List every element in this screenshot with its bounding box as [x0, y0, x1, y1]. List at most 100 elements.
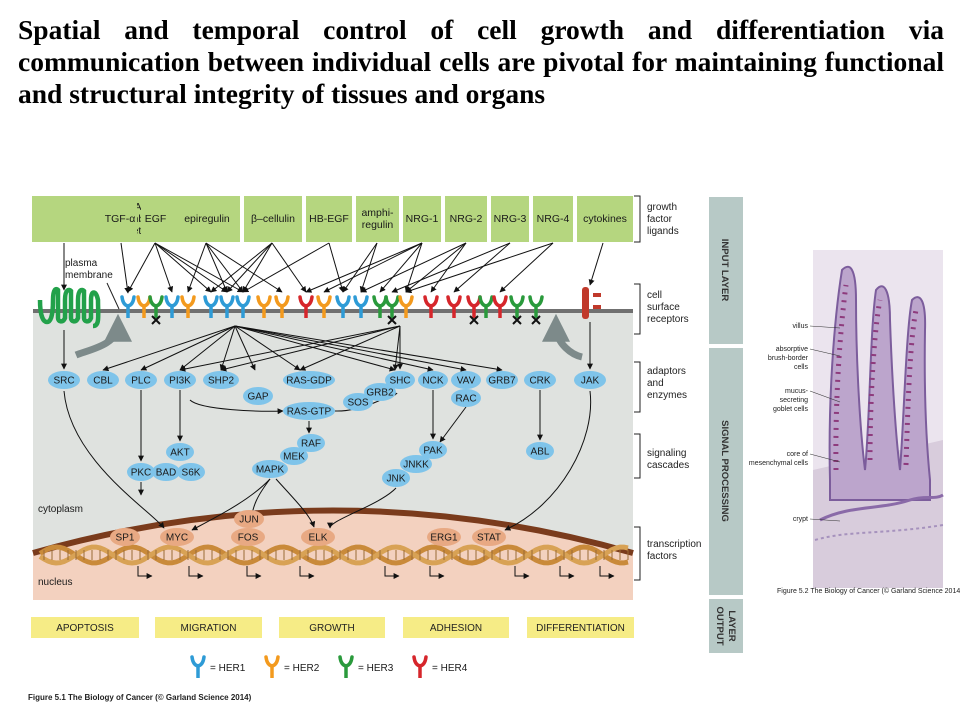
ligand-label: NRG-4 [537, 213, 570, 225]
receptor-her2 [136, 295, 152, 318]
legend-label: = HER2 [284, 663, 320, 674]
tf-sp1-label: SP1 [116, 533, 135, 544]
ligand-arrow [342, 242, 378, 293]
receptor-her1 [235, 295, 251, 318]
ligand-arrow [242, 242, 273, 293]
ligand-label: NRG-2 [450, 213, 483, 225]
receptor-her3 [509, 295, 525, 325]
node-shp2: SHP2 [203, 371, 239, 389]
ligand-arrow [328, 242, 345, 293]
ligand-arrow [405, 242, 467, 293]
node-nck: NCK [418, 371, 448, 389]
receptor-internalization-arrow-right [542, 313, 583, 361]
ligand-arrow [242, 242, 330, 293]
node-src: SRC [48, 371, 80, 389]
node-s6k: S6K [177, 463, 205, 481]
tf-jun-label: JUN [239, 515, 258, 526]
node-plc-label: PLC [131, 376, 150, 387]
node-grb7: GRB7 [486, 371, 518, 389]
micrograph-label: mesenchymal cells [749, 460, 809, 467]
ligand-arrow [305, 242, 423, 293]
node-ras-gtp-label: RAS-GTP [287, 407, 332, 418]
tf-fos: FOS [231, 528, 265, 546]
ligand-label: EGF [145, 213, 167, 225]
output-label: ADHESION [430, 623, 482, 634]
ligand-arrow [405, 242, 554, 294]
receptor-her1 [219, 295, 235, 318]
receptor-her1 [164, 295, 180, 318]
ligand-arrow [359, 242, 378, 293]
plasma-label-2: membrane [65, 270, 113, 281]
tf-elk-label: ELK [309, 533, 328, 544]
ligand-box-8: NRG-2 [445, 196, 487, 242]
node-jnk-label: JNK [387, 474, 406, 485]
micrograph-label: secreting [780, 397, 809, 404]
ligand-arrow [127, 242, 156, 293]
micrograph-label: brush-border [768, 355, 809, 362]
node-cbl-label: CBL [93, 376, 113, 387]
ligand-arrow [205, 242, 244, 293]
node-src-label: SRC [53, 376, 74, 387]
receptor-her4 [466, 295, 482, 325]
ligand-label: amphi- [361, 207, 394, 219]
signal-arrow [504, 390, 592, 531]
signal-arrow [140, 325, 236, 371]
output-label: APOPTOSIS [56, 623, 114, 634]
node-jnk: JNK [382, 469, 410, 487]
micrograph-label: goblet cells [773, 406, 809, 413]
node-mapk: MAPK [252, 460, 288, 478]
ligand-arrow [187, 242, 207, 293]
receptor-her3 [372, 295, 388, 318]
node-mek: MEK [280, 447, 308, 465]
node-s6k-label: S6K [182, 468, 201, 479]
tf-jun: JUN [234, 510, 264, 528]
side-label-growth: growth [647, 202, 677, 213]
receptor-her3 [148, 295, 164, 325]
node-pi3k: PI3K [164, 371, 196, 389]
node-gap: GAP [243, 387, 273, 405]
legend-label: = HER3 [358, 663, 394, 674]
page-title: Spatial and temporal control of cell gro… [18, 14, 944, 109]
output-box-growth: GROWTH [279, 617, 385, 638]
tf-fos-label: FOS [238, 533, 259, 544]
side-label-adaptors: enzymes [647, 390, 687, 401]
micrograph-label: core of [787, 451, 808, 458]
plasma-membrane-label: plasma membrane [65, 258, 120, 310]
ligand-box-4: β–cellulin [244, 196, 302, 242]
output-box-adhesion: ADHESION [403, 617, 509, 638]
node-grb7-label: GRB7 [488, 376, 516, 387]
receptor-her2 [398, 295, 414, 318]
output-label: GROWTH [309, 623, 355, 634]
node-jnkk: JNKK [400, 455, 432, 473]
signal-arrow [220, 325, 401, 372]
node-raf-label: RAF [301, 439, 321, 450]
node-pkc-label: PKC [131, 468, 152, 479]
signal-arrow [63, 390, 165, 529]
receptor-her1 [335, 295, 351, 318]
ligand-label: epiregulin [184, 213, 230, 225]
receptor-her2 [180, 295, 196, 318]
ligand-box-3: epiregulin [174, 196, 240, 242]
side-label-adaptors: and [647, 378, 664, 389]
node-mapk-label: MAPK [256, 465, 285, 476]
micrograph-label: absorptive [776, 346, 808, 353]
tf-stat: STAT [472, 528, 506, 546]
ligand-label: regulin [362, 219, 394, 231]
node-vav-label: VAV [457, 376, 476, 387]
ligand-box-2: EGF [141, 196, 170, 242]
output-box-differentiation: DIFFERENTIATION [527, 617, 634, 638]
ligand-arrow [323, 242, 423, 293]
figure-caption: Figure 5.1 The Biology of Cancer (© Garl… [28, 693, 252, 702]
node-cbl: CBL [87, 371, 119, 389]
receptor-her4 [492, 295, 508, 318]
receptor-her1 [353, 295, 369, 318]
node-jnkk-label: JNKK [403, 460, 429, 471]
signal-arrow [299, 325, 401, 371]
ligand-arrow [379, 242, 423, 293]
receptor-her3 [478, 295, 494, 318]
ligand-box-1: TGF-α [103, 196, 137, 242]
ligand-arrow [588, 242, 604, 286]
receptor-her2 [316, 295, 332, 318]
legend-label: = HER4 [432, 663, 468, 674]
